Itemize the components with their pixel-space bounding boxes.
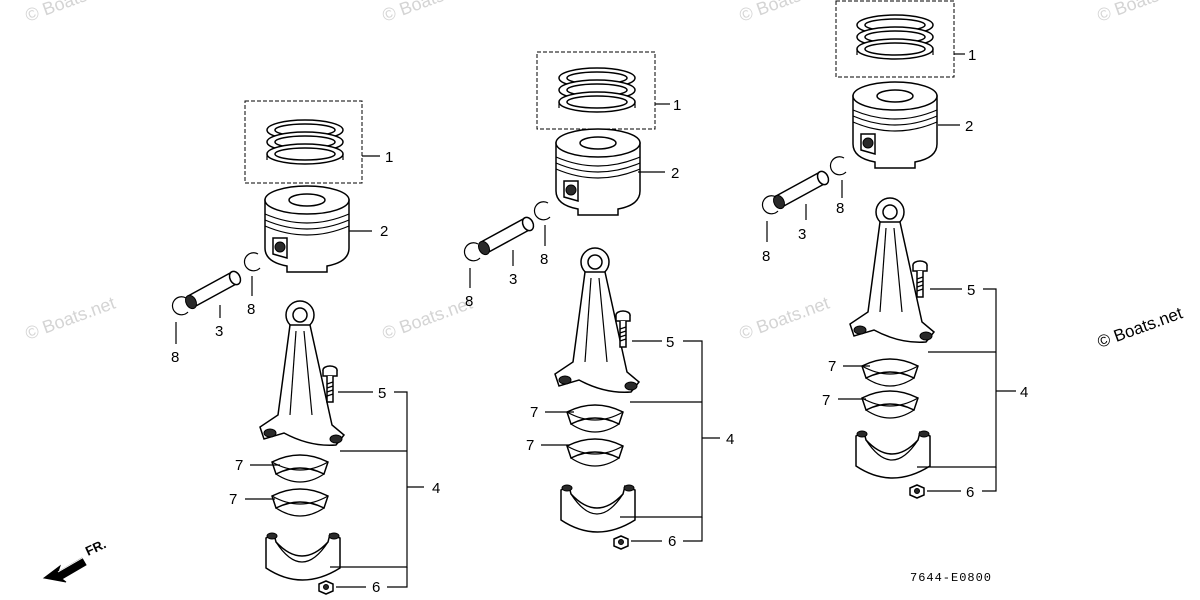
callout-8: 8: [465, 293, 473, 310]
rod-cap: [855, 430, 931, 479]
callout-5: 5: [378, 385, 386, 402]
callout-7: 7: [530, 404, 538, 421]
piston-ring-set: [558, 67, 636, 113]
diagram-code: 7644-E0800: [910, 571, 992, 585]
callout-4: 4: [432, 480, 440, 497]
piston-pin: [475, 214, 537, 258]
callout-2: 2: [671, 165, 679, 182]
piston-assembly-middle: 1 2 3 8 8 5 4 7 7 6: [463, 51, 734, 550]
clip: [463, 242, 481, 262]
clip: [243, 252, 261, 272]
watermark: © Boats.net: [737, 293, 832, 344]
watermark: © Boats.net: [23, 0, 118, 26]
piston: [852, 81, 938, 169]
piston-assembly-right: 1 2 3 8 8 5 4 7 7 6: [761, 0, 1028, 501]
watermark: © Boats.net: [380, 293, 475, 344]
front-direction-arrow-icon: FR.: [42, 536, 108, 583]
watermark: © Boats.net: [737, 0, 832, 26]
callout-7: 7: [235, 457, 243, 474]
callout-3: 3: [798, 226, 806, 243]
callout-6: 6: [668, 533, 676, 550]
callout-8: 8: [247, 301, 255, 318]
callout-6: 6: [966, 484, 974, 501]
callout-8: 8: [836, 200, 844, 217]
callout-5: 5: [967, 282, 975, 299]
piston-pin: [182, 268, 244, 312]
callout-1: 1: [385, 149, 393, 166]
nut: [909, 484, 925, 499]
callout-8: 8: [171, 349, 179, 366]
callout-2: 2: [380, 223, 388, 240]
piston-assembly-left: 1 2 3 8 8 5 4 7 7 6: [171, 100, 440, 596]
callout-7: 7: [526, 437, 534, 454]
callout-8: 8: [540, 251, 548, 268]
nut: [613, 535, 629, 550]
bearing: [271, 454, 329, 483]
callout-7: 7: [822, 392, 830, 409]
ring-set-box: [244, 100, 363, 184]
callout-4: 4: [726, 431, 734, 448]
watermark: © Boats.net: [1095, 303, 1185, 351]
piston: [555, 128, 641, 216]
bearing: [566, 438, 624, 467]
callout-6: 6: [372, 579, 380, 596]
rod-cap: [560, 484, 636, 533]
callout-1: 1: [968, 47, 976, 64]
callout-4: 4: [1020, 384, 1028, 401]
piston-ring-set: [266, 119, 344, 165]
callout-3: 3: [215, 323, 223, 340]
ring-set-box: [835, 0, 955, 78]
callout-7: 7: [229, 491, 237, 508]
piston-pin: [770, 168, 832, 212]
bearing: [861, 390, 919, 419]
bearing: [271, 488, 329, 517]
watermark: © Boats.net: [23, 293, 118, 344]
callout-5: 5: [666, 334, 674, 351]
callout-2: 2: [965, 118, 973, 135]
callout-1: 1: [673, 97, 681, 114]
rod-cap: [265, 532, 341, 581]
callout-8: 8: [762, 248, 770, 265]
callout-7: 7: [828, 358, 836, 375]
front-direction-label: FR.: [83, 536, 108, 558]
nut: [318, 580, 334, 595]
watermark: © Boats.net: [1095, 0, 1190, 26]
watermark: © Boats.net: [380, 0, 475, 26]
callout-3: 3: [509, 271, 517, 288]
bearing: [861, 358, 919, 387]
clip: [829, 156, 847, 176]
piston-ring-set: [856, 14, 934, 60]
piston: [264, 185, 350, 273]
bearing: [566, 404, 624, 433]
clip: [533, 201, 551, 221]
